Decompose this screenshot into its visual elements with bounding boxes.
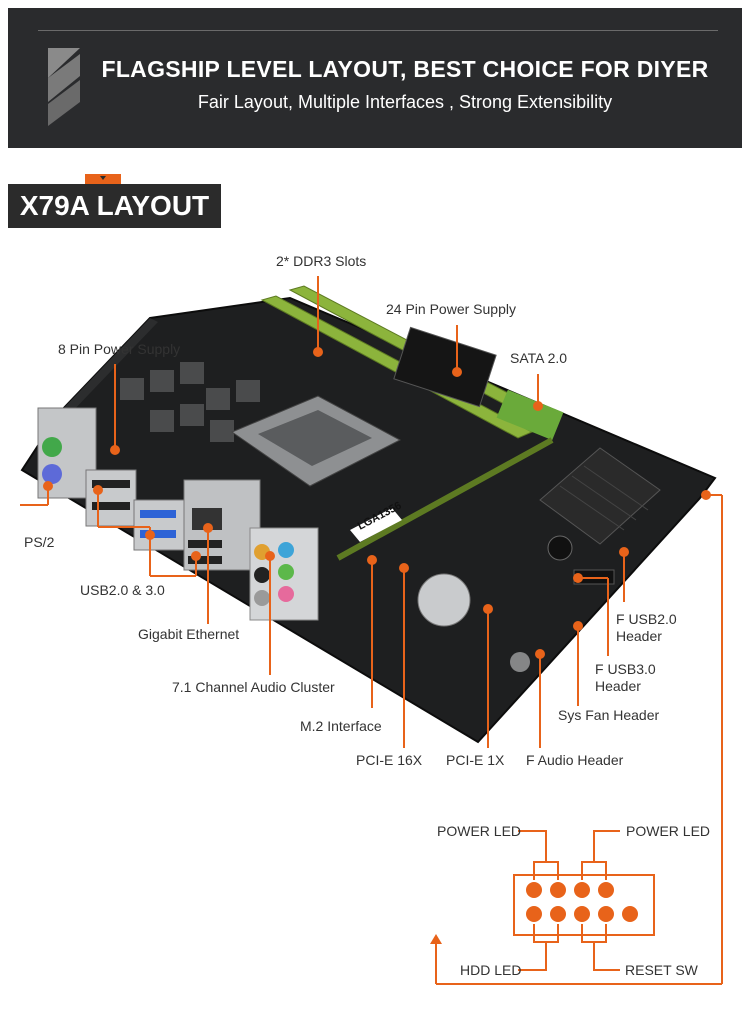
label-24pin-power: 24 Pin Power Supply bbox=[386, 301, 516, 317]
front-panel-header bbox=[513, 830, 655, 971]
label-power-led-right: POWER LED bbox=[626, 823, 711, 839]
section-tag: X79A LAYOUT bbox=[8, 184, 221, 228]
label-sata: SATA 2.0 bbox=[510, 350, 568, 366]
pin-3 bbox=[550, 882, 566, 898]
label-pcie1: PCI-E 1X bbox=[446, 752, 505, 768]
label-reset-sw: RESET SW bbox=[625, 962, 698, 978]
banner-subtitle: Fair Layout, Multiple Interfaces , Stron… bbox=[197, 92, 613, 112]
cmos-battery bbox=[417, 573, 471, 627]
cpu-socket bbox=[230, 395, 402, 487]
caret-down-icon bbox=[100, 176, 106, 180]
label-f-usb3: F USB3.0 Header bbox=[595, 661, 656, 694]
label-power-led-left: POWER LED bbox=[437, 823, 522, 839]
audio-cluster bbox=[249, 527, 319, 621]
pcie16-slot bbox=[336, 437, 554, 561]
top-banner: FLAGSHIP LEVEL LAYOUT, BEST CHOICE FOR D… bbox=[8, 8, 742, 148]
pin-5 bbox=[574, 882, 590, 898]
label-ddr3-slots: 2* DDR3 Slots bbox=[276, 253, 367, 269]
pin-1 bbox=[526, 882, 542, 898]
pin-8 bbox=[598, 906, 614, 922]
pin-10 bbox=[622, 906, 638, 922]
ps2-keyboard-port bbox=[42, 464, 62, 484]
vrm-area bbox=[120, 362, 260, 442]
stripe-decoration-icon bbox=[48, 48, 80, 126]
label-usb: USB2.0 & 3.0 bbox=[80, 582, 165, 598]
banner-title: FLAGSHIP LEVEL LAYOUT, BEST CHOICE FOR D… bbox=[101, 56, 709, 82]
section-title: X79A LAYOUT bbox=[19, 190, 210, 221]
atx-24pin-connector bbox=[393, 326, 497, 408]
sata-connectors bbox=[496, 389, 564, 441]
pin-6 bbox=[574, 906, 590, 922]
section-notch bbox=[85, 174, 121, 184]
label-f-usb2: F USB2.0 Header bbox=[616, 611, 677, 644]
label-sys-fan: Sys Fan Header bbox=[558, 707, 660, 723]
pin-4 bbox=[550, 906, 566, 922]
callout-dots bbox=[43, 347, 711, 944]
label-m2: M.2 Interface bbox=[300, 718, 382, 734]
label-ethernet: Gigabit Ethernet bbox=[138, 626, 240, 642]
usb2-port-block bbox=[85, 469, 137, 527]
ps2-mouse-port bbox=[42, 437, 62, 457]
usb3-port-block bbox=[133, 499, 185, 551]
pin-7 bbox=[598, 882, 614, 898]
pin-2 bbox=[526, 906, 542, 922]
label-hdd-led: HDD LED bbox=[460, 962, 522, 978]
label-8pin-power: 8 Pin Power Supply bbox=[58, 341, 181, 357]
banner-divider bbox=[38, 30, 718, 31]
label-ps2: PS/2 bbox=[24, 534, 55, 550]
label-pcie16: PCI-E 16X bbox=[356, 752, 423, 768]
callout-lines bbox=[20, 276, 723, 985]
label-f-audio: F Audio Header bbox=[526, 752, 624, 768]
arrow-up-icon bbox=[430, 934, 442, 944]
label-audio-cluster: 7.1 Channel Audio Cluster bbox=[172, 679, 335, 695]
chipset-heatsink bbox=[539, 447, 661, 545]
